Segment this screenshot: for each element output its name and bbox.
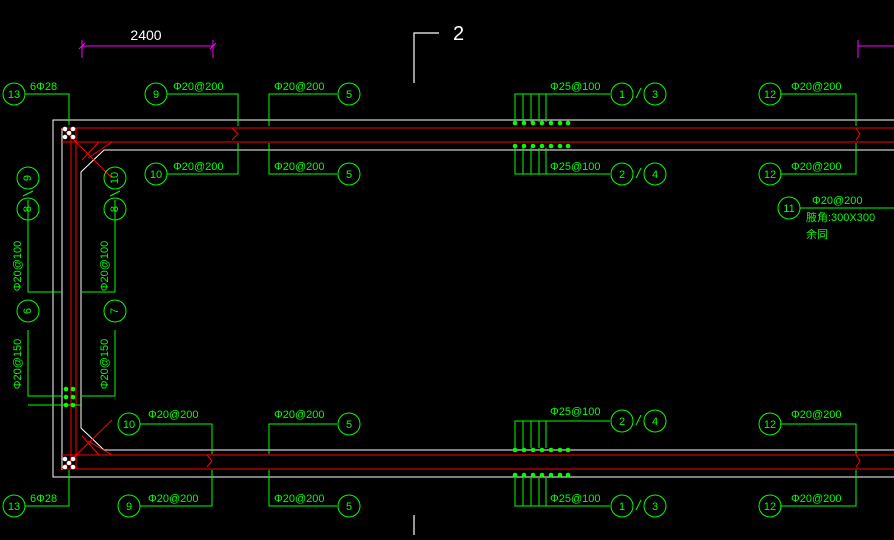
right-callout-text-a: Φ20@100 [99,241,111,292]
main-rebar-lines [61,127,894,470]
left-callout-text-a: Φ20@100 [12,241,24,292]
callout-9-top-text: Φ20@200 [173,81,224,93]
pair-separators [635,87,642,511]
section-mark-label: 2 [453,23,464,45]
callout-3-top-number: 3 [652,89,658,101]
left-callout-8-number: 8 [22,206,34,212]
callout-5-top-number: 5 [346,89,352,101]
callout-12-bottom-text: Φ20@200 [791,409,842,421]
callout-10-top-number: 10 [150,169,162,181]
callout-13-bottom-number: 13 [8,501,20,513]
leader-lines [25,93,894,507]
callout-5-top-text: Φ20@200 [274,81,325,93]
callout-1-bottom-number: 1 [619,501,625,513]
wall-outline [52,119,894,478]
callout-3-bottom-number: 3 [652,501,658,513]
right-callout-10-number: 10 [109,172,121,184]
right-callout-text-b: Φ20@150 [99,339,111,390]
left-callout-9-number: 9 [22,175,34,181]
right-callout-8-number: 8 [109,206,121,212]
callout-11-haunch-note: 腋角:300X300 [806,210,875,224]
section-mark [413,32,439,535]
callout-5b-bottom-text: Φ20@200 [274,493,325,505]
callout-10-bottom-text: Φ20@200 [148,409,199,421]
callout-12b-top-text: Φ20@200 [791,161,842,173]
callout-12b-top-number: 12 [764,169,776,181]
callout-13-top-text: 6Φ28 [30,81,57,93]
callout-2-bottom-text: Φ25@100 [550,406,601,418]
side-pair-separators [22,190,121,197]
callout-5b-top-text: Φ20@200 [274,161,325,173]
callout-4-bottom-number: 4 [652,416,658,428]
callout-2-top-text: Φ25@100 [550,161,601,173]
callout-1-top-number: 1 [619,89,625,101]
callout-13-top-number: 13 [8,89,20,101]
dimension-text: 2400 [130,27,161,43]
callout-10-bottom-number: 10 [123,419,135,431]
callout-1-bottom-text: Φ25@100 [550,493,601,505]
callout-11-note: 余同 [806,227,828,241]
middle-rebar-dots [512,120,571,478]
callout-12-top-text: Φ20@200 [791,81,842,93]
corner-rebar-bottom-left [62,456,76,470]
callout-5b-top-number: 5 [346,169,352,181]
callout-4-top-number: 4 [652,169,658,181]
callout-12-top-number: 12 [764,89,776,101]
callout-11-text: Φ20@200 [812,195,863,207]
callout-12b-bottom-text: Φ20@200 [791,493,842,505]
callout-1-top-text: Φ25@100 [550,81,601,93]
callout-2-top-number: 2 [619,169,625,181]
left-haunch-rebar [63,386,76,408]
callout-5-bottom-text: Φ20@200 [274,409,325,421]
right-callout-7-number: 7 [109,308,121,314]
callout-10-top-text: Φ20@200 [173,161,224,173]
callout-12b-bottom-number: 12 [764,501,776,513]
callout-9-bottom-number: 9 [126,501,132,513]
callout-9-top-number: 9 [153,89,159,101]
bar-hooks [206,127,861,468]
corner-rebar-top-left [62,126,76,140]
left-callout-text-b: Φ20@150 [12,339,24,390]
callout-5b-bottom-number: 5 [346,501,352,513]
left-callout-6-number: 6 [22,308,34,314]
callout-2-bottom-number: 2 [619,416,625,428]
callout-circles [2,82,801,518]
callout-13-bottom-text: 6Φ28 [30,493,57,505]
callout-11-number: 11 [783,203,794,215]
callout-12-bottom-number: 12 [764,419,776,431]
callout-9-bottom-text: Φ20@200 [148,493,199,505]
callout-5-bottom-number: 5 [346,419,352,431]
dimension-line [78,40,894,58]
